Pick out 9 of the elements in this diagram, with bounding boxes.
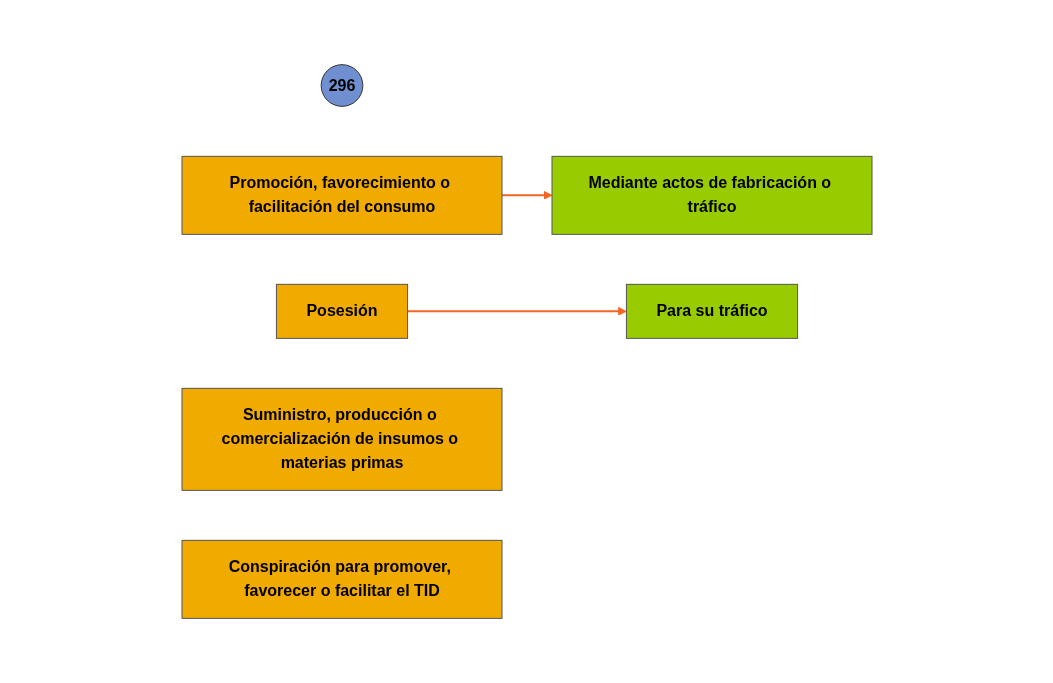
arrow: [406, 306, 627, 316]
arrow: [500, 190, 552, 200]
node-box: Conspiración para promover, favorecer o facilitar el TID: [181, 539, 502, 619]
node-box: Posesión: [275, 283, 408, 339]
node-box: Promoción, favorecimiento o facilitación del consumo: [181, 155, 502, 235]
node-box: Suministro, producción o comercialización de insumos o materias primas: [181, 387, 502, 491]
node-box: Mediante actos de fabricación o tráfico: [551, 155, 872, 235]
node-circle: 296: [320, 64, 363, 107]
node-box: Para su tráfico: [625, 283, 798, 339]
